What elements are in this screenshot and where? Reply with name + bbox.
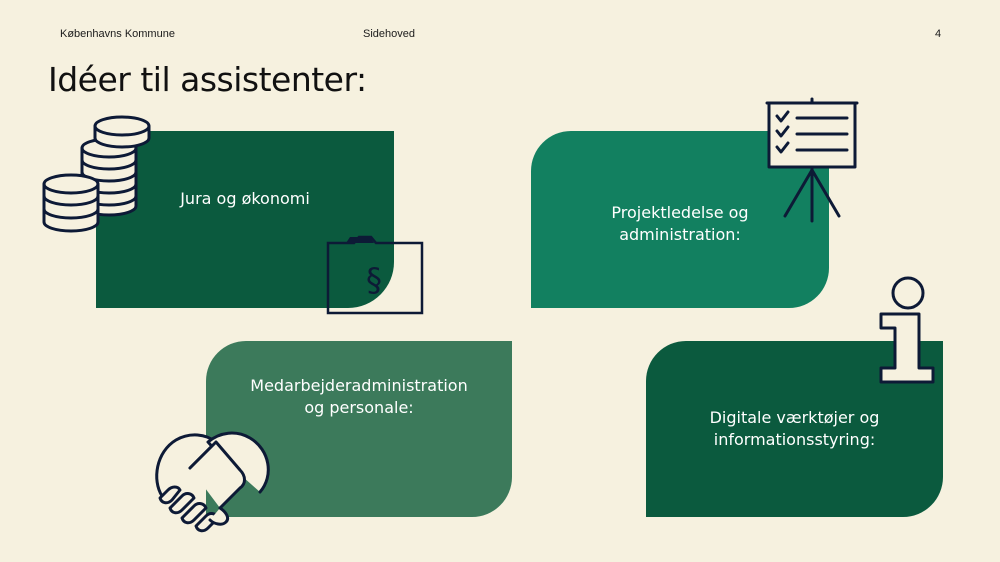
slide-header-label: Sidehoved <box>363 28 415 40</box>
card-label: Jura og økonomi <box>180 188 310 208</box>
slide-title: Idéer til assistenter: <box>48 60 367 99</box>
handshake-icon <box>150 428 275 538</box>
coins-icon <box>40 108 155 238</box>
paragraph-symbol: § <box>366 261 382 299</box>
folder-paragraph-icon: § <box>326 233 424 315</box>
page-number: 4 <box>935 28 942 40</box>
organization-name: Københavns Kommune <box>60 28 175 40</box>
card-jura-okonomi[interactable]: Jura og økonomi <box>96 131 394 308</box>
checklist-easel-icon <box>765 98 860 224</box>
info-icon <box>876 276 940 386</box>
